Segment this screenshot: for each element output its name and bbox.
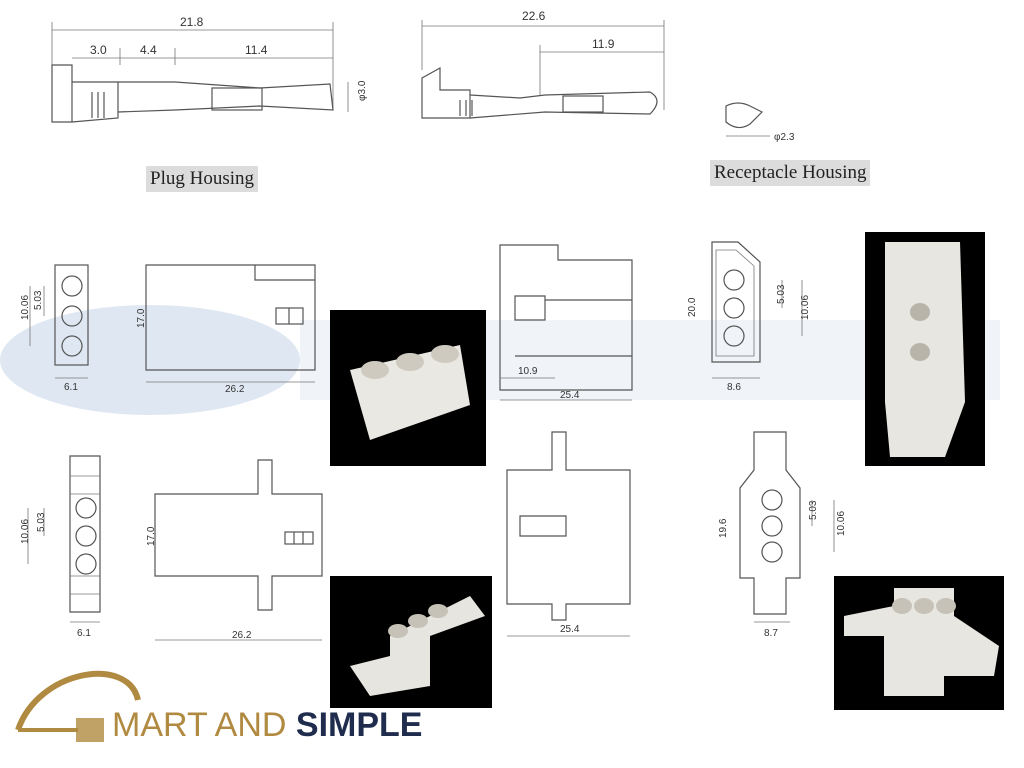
plug-dim-c: 11.4 xyxy=(245,43,268,57)
row2-receptacle-front-view: 19.6 5.03 10.06 8.7 xyxy=(718,431,847,639)
r1a-half: 5.03 xyxy=(33,290,44,310)
row2-receptacle-side-view: 25.4 xyxy=(506,431,631,637)
r2a-pitch: 10.06 xyxy=(20,519,31,544)
rec-dim-a: 11.9 xyxy=(592,37,615,51)
row1-receptacle-side-view: 10.9 25.4 xyxy=(499,244,633,401)
r2b-height: 17.0 xyxy=(146,526,157,546)
plug-housing-label: Plug Housing xyxy=(146,166,258,192)
r1d-width: 8.6 xyxy=(727,382,741,393)
connector-photo-plug-latch xyxy=(330,576,492,708)
r2d-pitch: 10.06 xyxy=(836,511,847,536)
r2a-half: 5.03 xyxy=(36,512,47,532)
plug-dim-b: 4.4 xyxy=(140,43,157,57)
row1-receptacle-front-view: 20.0 5.03 10.06 8.6 xyxy=(687,241,811,393)
r2a-width: 6.1 xyxy=(77,628,91,639)
r2c-length: 25.4 xyxy=(560,624,580,635)
plug-diameter: φ3.0 xyxy=(357,80,368,101)
r2d-width: 8.7 xyxy=(764,628,778,639)
row2-plug-front-view: 10.06 5.03 6.1 xyxy=(20,455,101,639)
plug-dim-a: 3.0 xyxy=(90,43,107,57)
plug-terminal-drawing: 21.8 3.0 4.4 11.4 φ3.0 xyxy=(51,15,368,123)
row2-plug-side-view: 26.2 17.0 xyxy=(146,459,323,641)
connector-photo-plug xyxy=(330,310,486,466)
rec-overall-dim: 22.6 xyxy=(522,9,546,23)
row1-plug-side-view: 26.2 17.0 xyxy=(136,264,316,395)
r1b-length: 26.2 xyxy=(225,384,245,395)
r1a-width: 6.1 xyxy=(64,382,78,393)
r2d-height: 19.6 xyxy=(718,518,729,538)
r1a-pitch: 10.06 xyxy=(20,295,31,320)
r2d-half: 5.03 xyxy=(808,500,819,520)
receptacle-terminal-drawing: 22.6 11.9 φ2.3 xyxy=(421,9,795,143)
r1c-length: 25.4 xyxy=(560,390,580,401)
r1d-height: 20.0 xyxy=(687,297,698,317)
r2b-length: 26.2 xyxy=(232,630,252,641)
plug-overall-dim: 21.8 xyxy=(180,15,204,29)
connector-photo-receptacle-latch xyxy=(834,576,1004,710)
connector-photo-receptacle xyxy=(865,232,985,466)
r1c-width: 10.9 xyxy=(518,366,538,377)
r1d-pitch: 10.06 xyxy=(800,295,811,320)
brand-wordmark: MART AND SIMPLE xyxy=(112,706,423,744)
row1-plug-front-view: 10.06 5.03 6.1 xyxy=(20,264,89,393)
brand-cable-logo xyxy=(15,670,141,742)
r1b-height: 17.0 xyxy=(136,308,147,328)
rec-diameter: φ2.3 xyxy=(774,132,795,143)
receptacle-housing-label: Receptacle Housing xyxy=(710,160,871,186)
r1d-half: 5.03 xyxy=(776,284,787,304)
